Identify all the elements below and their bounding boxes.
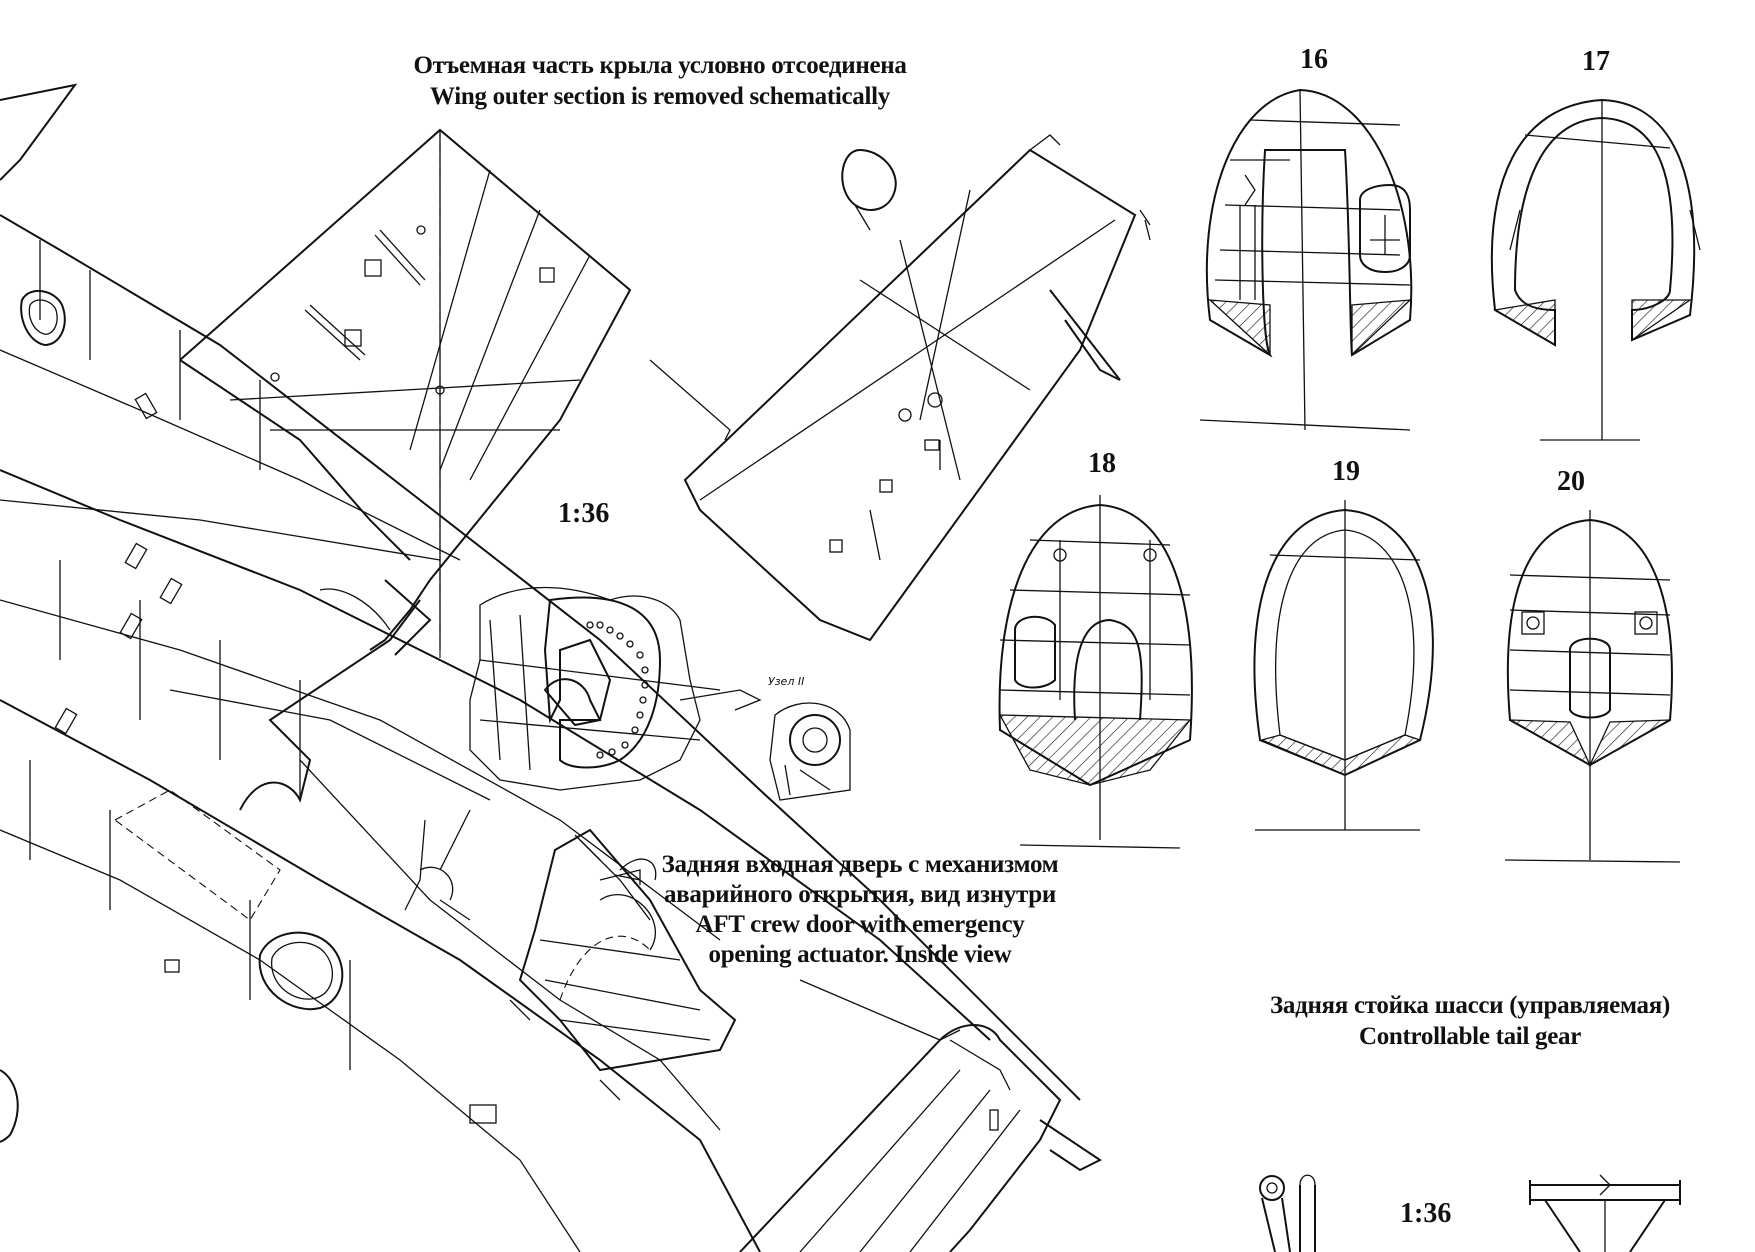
section-number-20: 20 [1557,466,1585,497]
scale-label-bottom: 1:36 [1400,1198,1452,1229]
door-caption-ru-1: Задняя входная дверь с механизмом [661,851,1059,878]
door-caption-en-2: opening actuator. Inside view [708,941,1012,968]
door-caption-ru-2: аварийного открытия, вид изнутри [663,881,1057,908]
tail-gear-drawing [1259,1174,1681,1252]
wing-caption-en: Wing outer section is removed schematica… [430,83,890,110]
tail-gear-caption-en: Controllable tail gear [1358,1023,1582,1050]
section-number-16: 16 [1300,44,1328,75]
scale-label-center: 1:36 [558,498,610,529]
tail-gear-caption: Задняя стойка шасси (управляемая) Contro… [1240,990,1700,1052]
section-19-drawing [1253,500,1434,831]
stabilizer-drawing [649,134,1151,642]
tail-fin-drawing [739,1024,1102,1252]
door-detail-drawing [404,586,961,1072]
section-17-drawing [1491,98,1701,441]
tail-gear-caption-ru: Задняя стойка шасси (управляемая) [1270,992,1670,1019]
door-caption-en-1: AFT crew door with emergency [695,911,1025,938]
wing-caption-ru: Отъемная часть крыла условно отсоединена [413,52,907,79]
lower-wing-drawing [0,499,721,1131]
fuselage-drawing [0,83,1081,1252]
section-18-drawing [998,495,1193,849]
section-number-17: 17 [1582,46,1610,77]
wing-section-caption: Отъемная часть крыла условно отсоединена… [390,50,930,112]
section-number-19: 19 [1332,456,1360,487]
section-16-drawing [1199,88,1413,431]
section-20-drawing [1504,510,1681,863]
wing-drawing [179,128,632,660]
section-number-18: 18 [1088,448,1116,479]
door-caption: Задняя входная дверь с механизмом аварий… [635,850,1085,970]
detail-label: Узел II [768,675,805,688]
